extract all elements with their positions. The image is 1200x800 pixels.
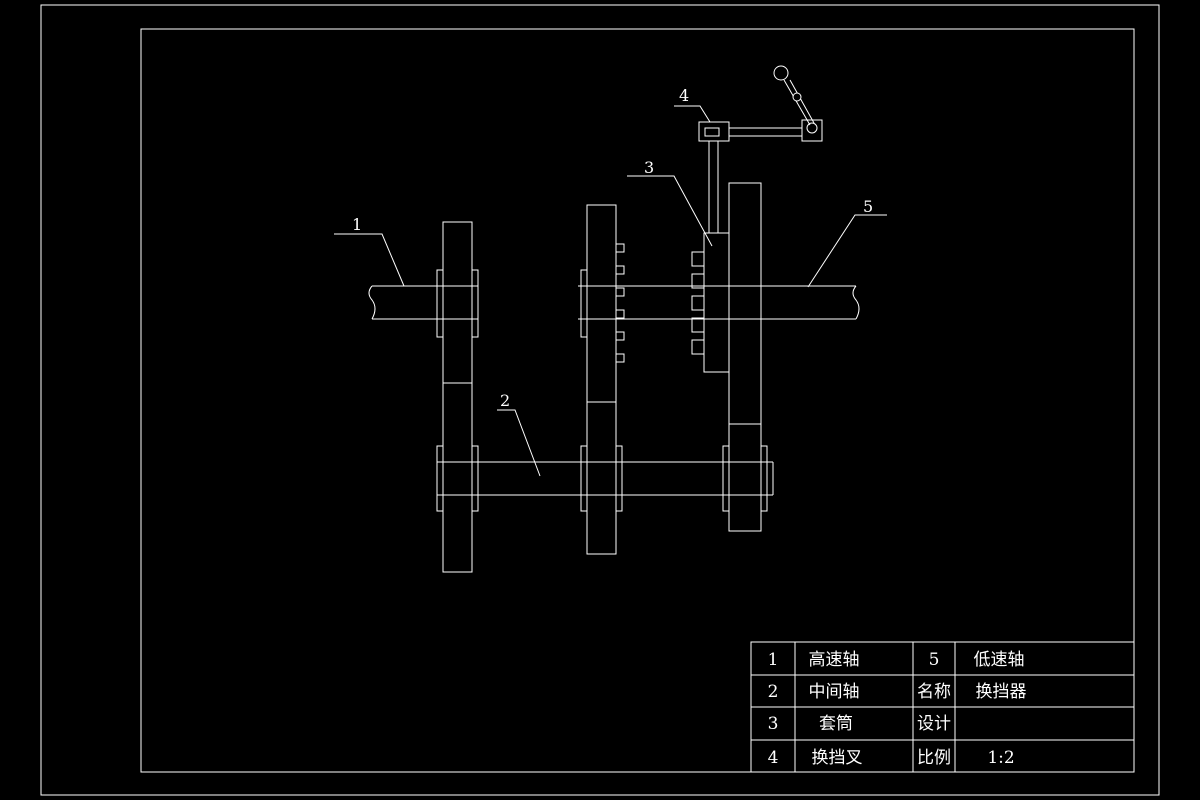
title-row4-value: 1:2 <box>987 748 1014 768</box>
callout-1: 1 <box>352 215 362 234</box>
countershaft <box>436 461 774 496</box>
title-row4-name: 换挡叉 <box>812 748 863 768</box>
gear-middle <box>580 204 625 555</box>
callout-2: 2 <box>500 391 510 410</box>
title-block: 1 高速轴 5 低速轴 2 中间轴 名称 换挡器 3 套筒 设计 4 换挡叉 比… <box>750 641 1135 773</box>
title-row2-no: 2 <box>768 682 779 702</box>
title-row2-name: 中间轴 <box>809 682 860 702</box>
title-row2-key: 名称 <box>917 682 951 702</box>
callout-5: 5 <box>863 197 873 216</box>
gear-high-speed <box>436 221 479 573</box>
shift-fork <box>698 65 823 233</box>
sleeve <box>691 232 730 373</box>
low-speed-shaft <box>578 285 860 320</box>
high-speed-shaft <box>368 285 478 320</box>
title-row1-name: 高速轴 <box>809 650 860 670</box>
title-row3-no: 3 <box>768 714 779 734</box>
title-row2-value: 换挡器 <box>976 682 1027 702</box>
inner-frame <box>140 28 1135 773</box>
title-row1-value: 低速轴 <box>974 650 1025 670</box>
title-row1-key: 5 <box>929 650 940 670</box>
title-row3-name: 套筒 <box>819 714 853 734</box>
callout-3: 3 <box>644 158 654 177</box>
gear-low-speed <box>722 182 768 532</box>
title-row4-no: 4 <box>768 748 779 768</box>
title-row3-key: 设计 <box>917 714 951 734</box>
title-row1-no: 1 <box>768 650 779 670</box>
callout-4: 4 <box>679 86 689 105</box>
title-row4-key: 比例 <box>917 748 951 768</box>
leader-lines <box>334 105 887 477</box>
outer-frame <box>40 4 1160 796</box>
